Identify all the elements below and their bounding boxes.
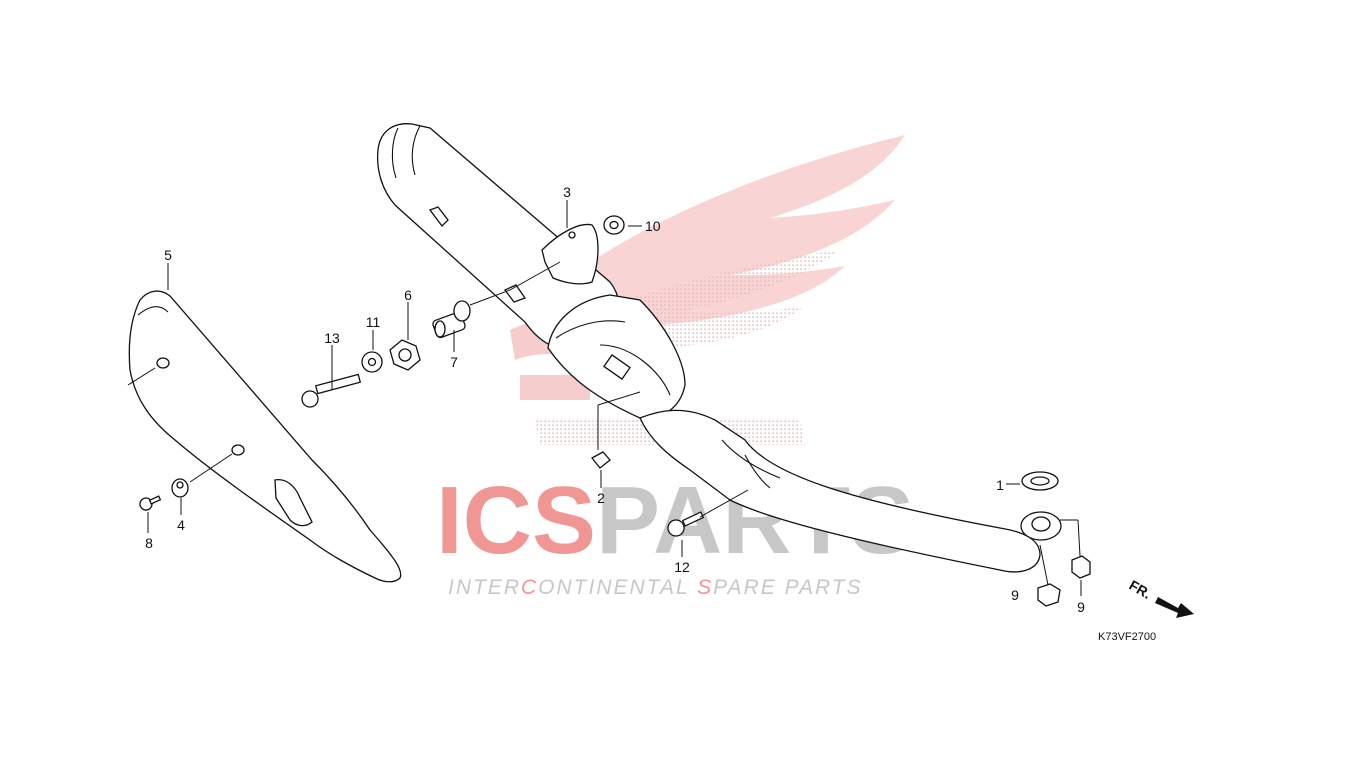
callout-3: 3 [563, 184, 571, 200]
watermark-tagline-c: C [521, 576, 538, 599]
front-direction-indicator: FR. [1127, 577, 1194, 618]
nut-9b [1071, 555, 1091, 579]
callout-10: 10 [645, 218, 661, 234]
watermark-brand-ics: ICS [436, 467, 596, 574]
front-direction-arrow-icon [1155, 597, 1194, 618]
nut-9a [1037, 583, 1061, 607]
bolt-13 [301, 373, 362, 408]
muffler-assembly [376, 123, 1041, 573]
gasket-1 [1021, 471, 1059, 491]
muffler-bracket [503, 223, 599, 303]
watermark-tagline-s: S [697, 576, 713, 599]
diagram-code: K73VF2700 [1098, 631, 1156, 643]
clip-2 [591, 451, 611, 469]
callout-13: 13 [324, 330, 340, 346]
screw-8 [139, 495, 162, 511]
exhaust-flange [1020, 511, 1062, 541]
grommet-4 [171, 478, 189, 498]
nut-6 [389, 339, 421, 371]
watermark-tagline-ontinental: ONTINENTAL [538, 576, 697, 599]
callout-4: 4 [177, 517, 185, 533]
front-direction-label: FR. [1127, 577, 1155, 602]
callout-1: 1 [996, 477, 1004, 493]
grommet-10 [603, 215, 625, 235]
watermark-tagline-inter: INTER [448, 576, 521, 599]
callout-9-left: 9 [1011, 587, 1019, 603]
heat-guard [128, 290, 402, 583]
bolt-12 [667, 511, 705, 537]
washer-11 [361, 351, 383, 373]
callout-5: 5 [164, 247, 172, 263]
callout-6: 6 [404, 287, 412, 303]
callout-8: 8 [145, 535, 153, 551]
svg-text:INTERCONTINENTAL SPARE PARTS: INTERCONTINENTAL SPARE PARTS [448, 576, 863, 599]
callout-7: 7 [450, 354, 458, 370]
collar-7 [432, 300, 471, 339]
leader-lines [127, 200, 1082, 596]
callout-11: 11 [366, 314, 381, 330]
watermark-tagline-pare-parts: PARE PARTS [713, 576, 863, 599]
callout-12: 12 [674, 559, 690, 575]
callout-9-right: 9 [1077, 599, 1085, 615]
callout-2: 2 [597, 490, 605, 506]
